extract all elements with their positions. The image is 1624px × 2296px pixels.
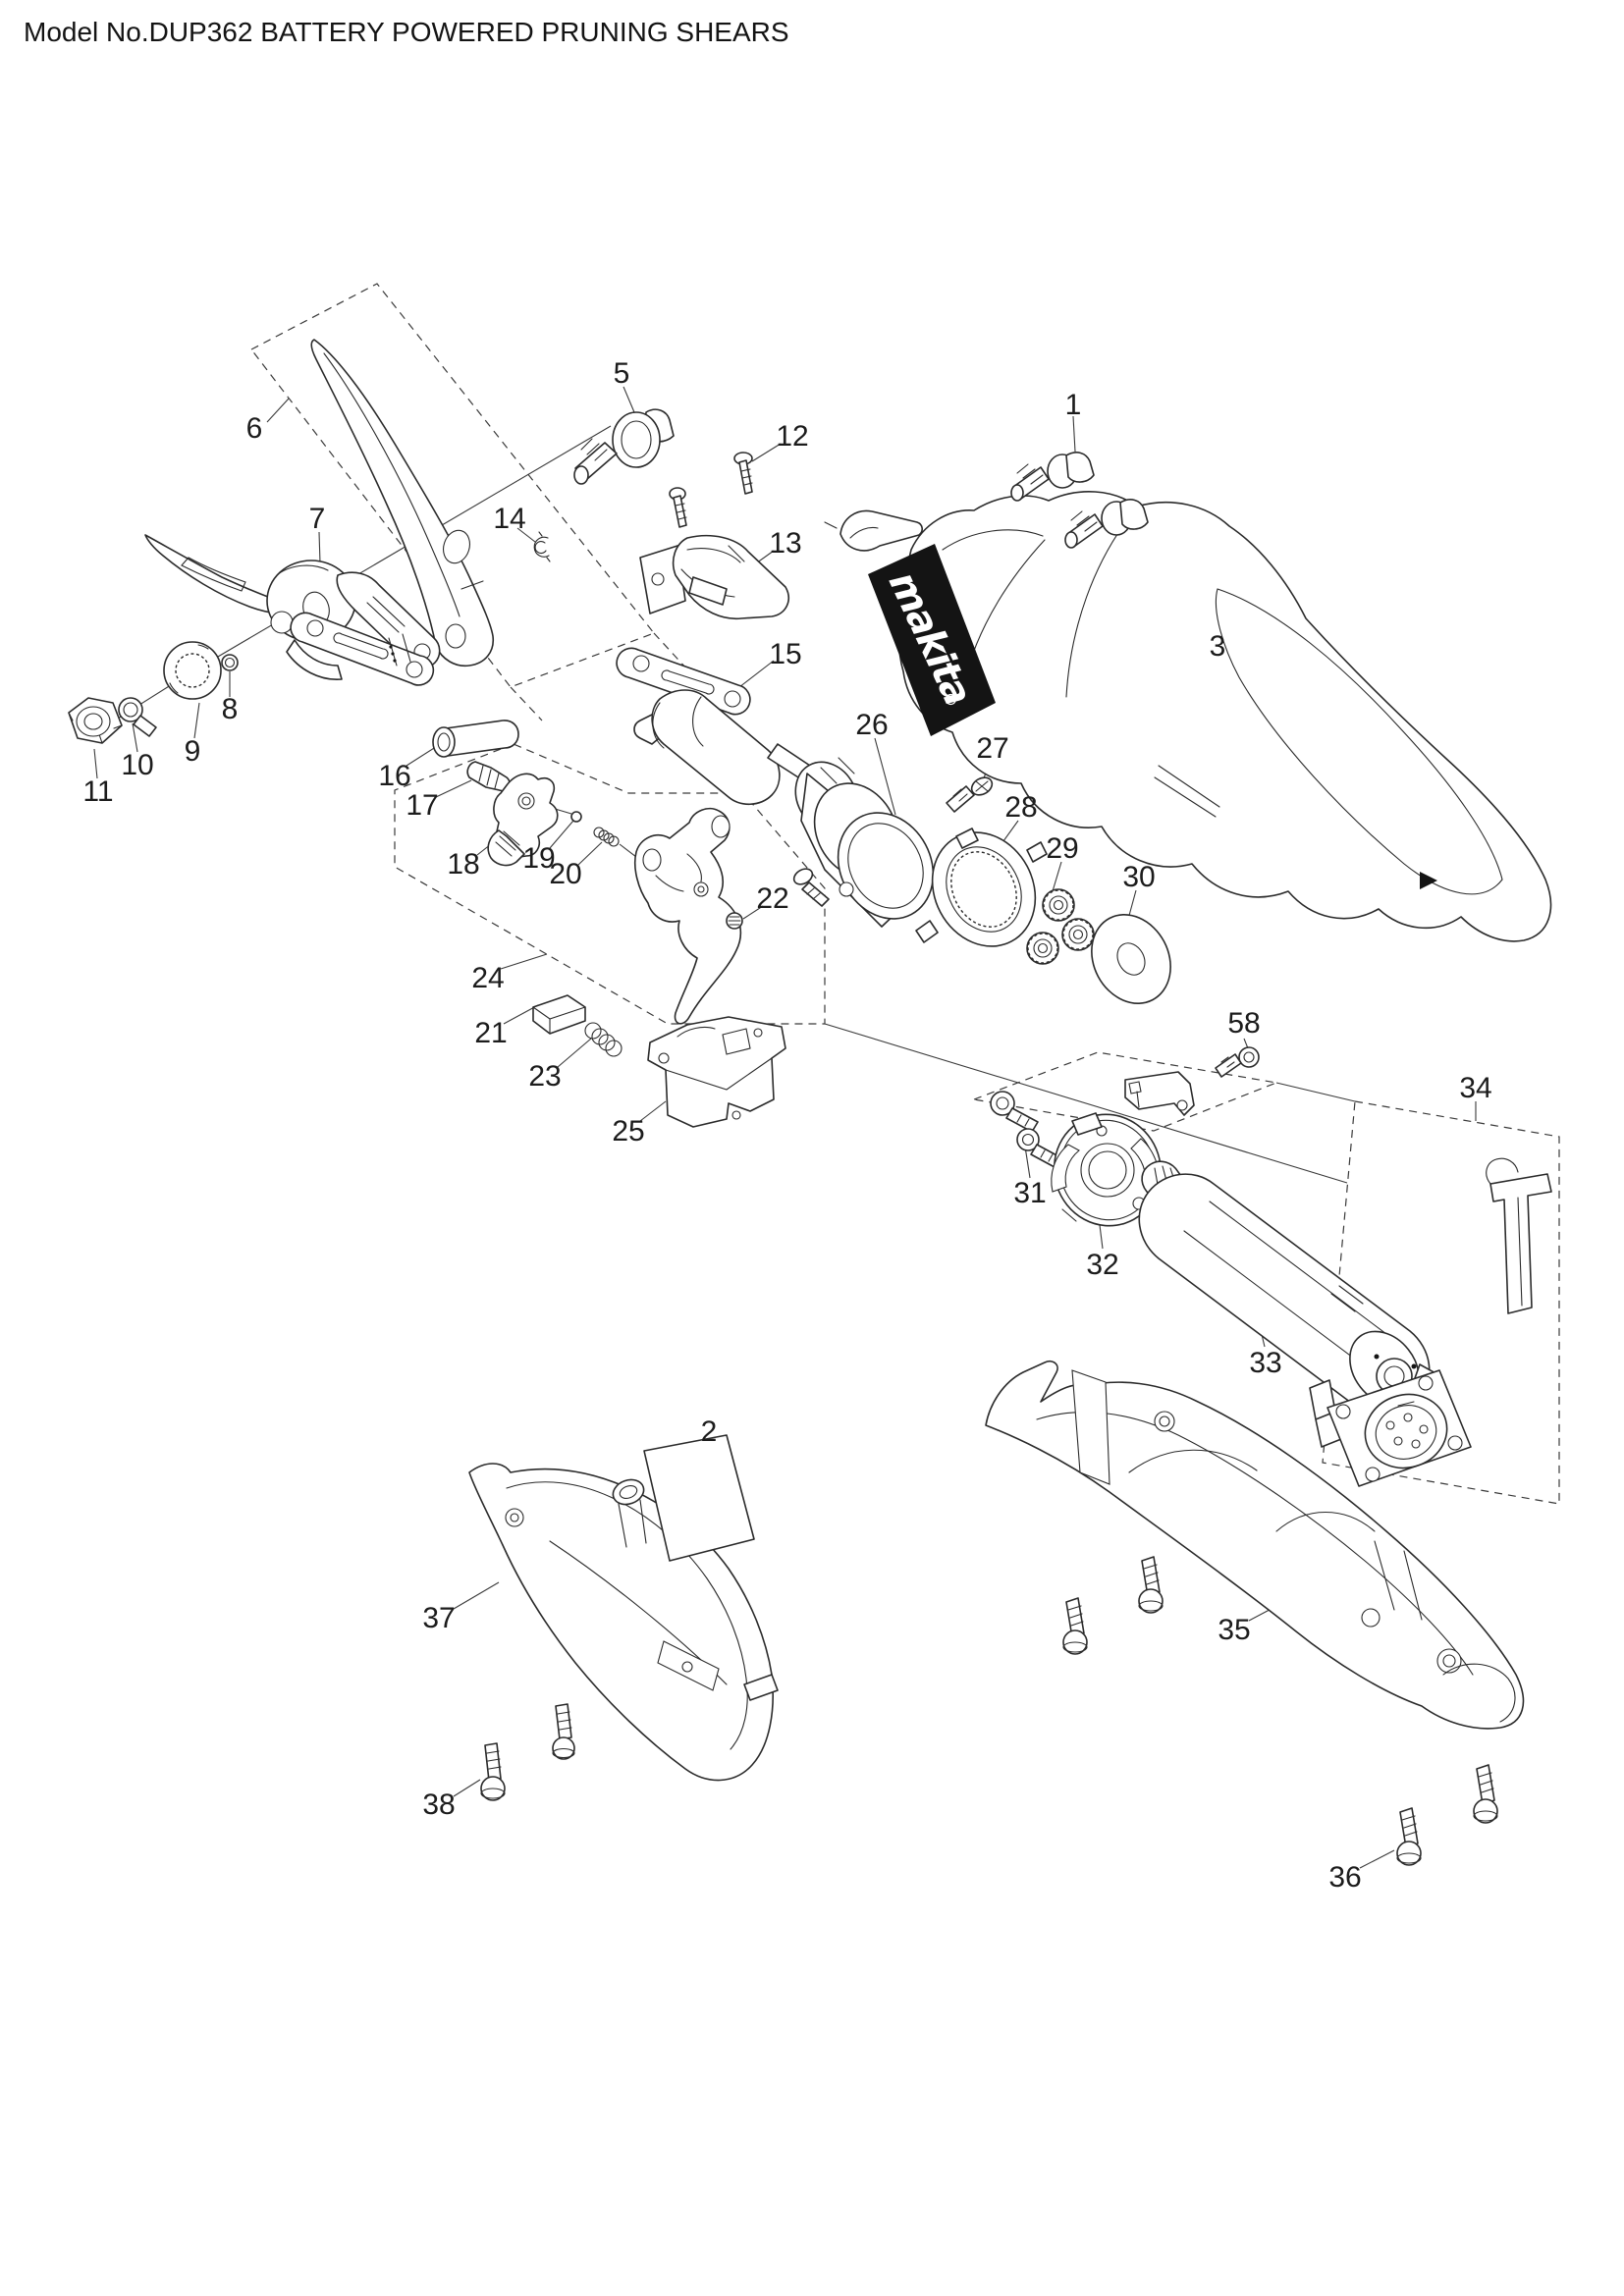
part-label-2: 2 bbox=[701, 1415, 718, 1448]
part-label-38: 38 bbox=[422, 1789, 455, 1821]
part-label-22: 22 bbox=[756, 882, 788, 915]
part-label-28: 28 bbox=[1004, 791, 1037, 824]
part-motor bbox=[1138, 1160, 1438, 1416]
part-label-58: 58 bbox=[1227, 1007, 1260, 1040]
page-title: Model No.DUP362 BATTERY POWERED PRUNING … bbox=[24, 17, 789, 47]
part-label-17: 17 bbox=[406, 789, 438, 822]
part-label-29: 29 bbox=[1046, 832, 1078, 865]
part-trigger-spring bbox=[584, 1022, 623, 1057]
part-set-screw bbox=[726, 912, 743, 930]
part-housing-screws-right bbox=[1062, 1556, 1498, 1866]
part-label-23: 23 bbox=[528, 1060, 561, 1093]
part-clamp-screws bbox=[669, 452, 753, 528]
part-label-18: 18 bbox=[447, 848, 479, 881]
part-link-arm-upper bbox=[616, 647, 751, 716]
blade-box-extension bbox=[510, 632, 688, 721]
part-e-ring bbox=[533, 531, 551, 562]
part-label-27: 27 bbox=[976, 732, 1008, 765]
part-label-3: 3 bbox=[1210, 630, 1226, 663]
part-label-30: 30 bbox=[1122, 861, 1155, 893]
part-label-14: 14 bbox=[493, 503, 525, 535]
part-housing-lower-right bbox=[985, 1360, 1525, 1730]
part-connector-socket bbox=[1309, 1369, 1472, 1487]
part-switch-holder bbox=[647, 1016, 786, 1128]
part-housing-screws-left bbox=[480, 1703, 575, 1801]
part-saddle-clamp bbox=[639, 534, 789, 619]
part-stop-pin bbox=[466, 761, 511, 792]
part-label-36: 36 bbox=[1328, 1861, 1361, 1894]
registered-mark-icon bbox=[945, 693, 956, 706]
lever-group-box bbox=[971, 1051, 1279, 1132]
part-ring-gear bbox=[915, 828, 1048, 947]
part-planet-gears bbox=[1026, 888, 1095, 965]
part-bracket-screw bbox=[1215, 1046, 1260, 1078]
part-terminal-cover bbox=[1486, 1157, 1552, 1314]
part-label-24: 24 bbox=[471, 962, 504, 994]
part-counter-blade bbox=[144, 534, 441, 680]
part-number-labels: 1 2 3 5 6 7 8 9 10 11 12 13 14 15 16 17 … bbox=[82, 357, 1491, 1894]
part-label-6: 6 bbox=[246, 412, 263, 445]
part-shoulder-bolt bbox=[573, 408, 675, 485]
part-cam-spring bbox=[593, 827, 620, 847]
part-actuator-cylinder bbox=[633, 689, 836, 806]
part-flat-head-screws bbox=[792, 776, 994, 907]
part-label-34: 34 bbox=[1459, 1072, 1491, 1104]
part-steel-ball bbox=[570, 811, 582, 823]
part-label-20: 20 bbox=[549, 858, 581, 890]
part-label-5: 5 bbox=[614, 357, 630, 390]
part-label-16: 16 bbox=[378, 760, 410, 792]
part-label-35: 35 bbox=[1218, 1614, 1250, 1646]
part-label-25: 25 bbox=[612, 1115, 644, 1148]
part-link-arm-lower bbox=[290, 612, 435, 686]
part-flat-screw bbox=[118, 697, 157, 737]
housing-front-latch bbox=[839, 509, 923, 552]
part-hex-nut bbox=[68, 697, 123, 744]
part-label-26: 26 bbox=[855, 709, 888, 741]
part-label-32: 32 bbox=[1086, 1249, 1118, 1281]
part-motor-screws bbox=[990, 1091, 1061, 1168]
part-cam-lock bbox=[487, 773, 559, 867]
part-o-ring bbox=[221, 654, 239, 671]
part-lock-plate bbox=[163, 641, 222, 700]
part-trigger bbox=[633, 807, 742, 1025]
part-label-10: 10 bbox=[121, 749, 153, 781]
part-label-9: 9 bbox=[185, 735, 201, 768]
part-upper-blade bbox=[310, 339, 494, 667]
part-rubber-block bbox=[532, 994, 586, 1035]
part-label-1: 1 bbox=[1065, 389, 1082, 421]
part-label-11: 11 bbox=[82, 775, 113, 808]
part-label-37: 37 bbox=[422, 1602, 455, 1634]
part-label-8: 8 bbox=[222, 693, 239, 725]
part-label-19: 19 bbox=[522, 842, 555, 875]
part-label-33: 33 bbox=[1249, 1347, 1281, 1379]
part-lever-bracket bbox=[1124, 1071, 1195, 1116]
part-label-15: 15 bbox=[769, 638, 801, 670]
part-label-21: 21 bbox=[474, 1017, 507, 1049]
part-label-12: 12 bbox=[776, 420, 808, 453]
part-label-13: 13 bbox=[769, 527, 801, 560]
part-label-31: 31 bbox=[1013, 1177, 1046, 1209]
part-thrust-washer bbox=[1091, 914, 1171, 1004]
part-label-7: 7 bbox=[309, 503, 326, 535]
part-name-sticker bbox=[643, 1434, 755, 1562]
housing-arrow-mark bbox=[1420, 872, 1437, 889]
part-clutch-drum bbox=[794, 757, 935, 928]
part-motor-mount-plate bbox=[1051, 1112, 1163, 1227]
part-pan-bolts bbox=[1010, 452, 1149, 549]
part-hinge-pin bbox=[432, 720, 519, 758]
